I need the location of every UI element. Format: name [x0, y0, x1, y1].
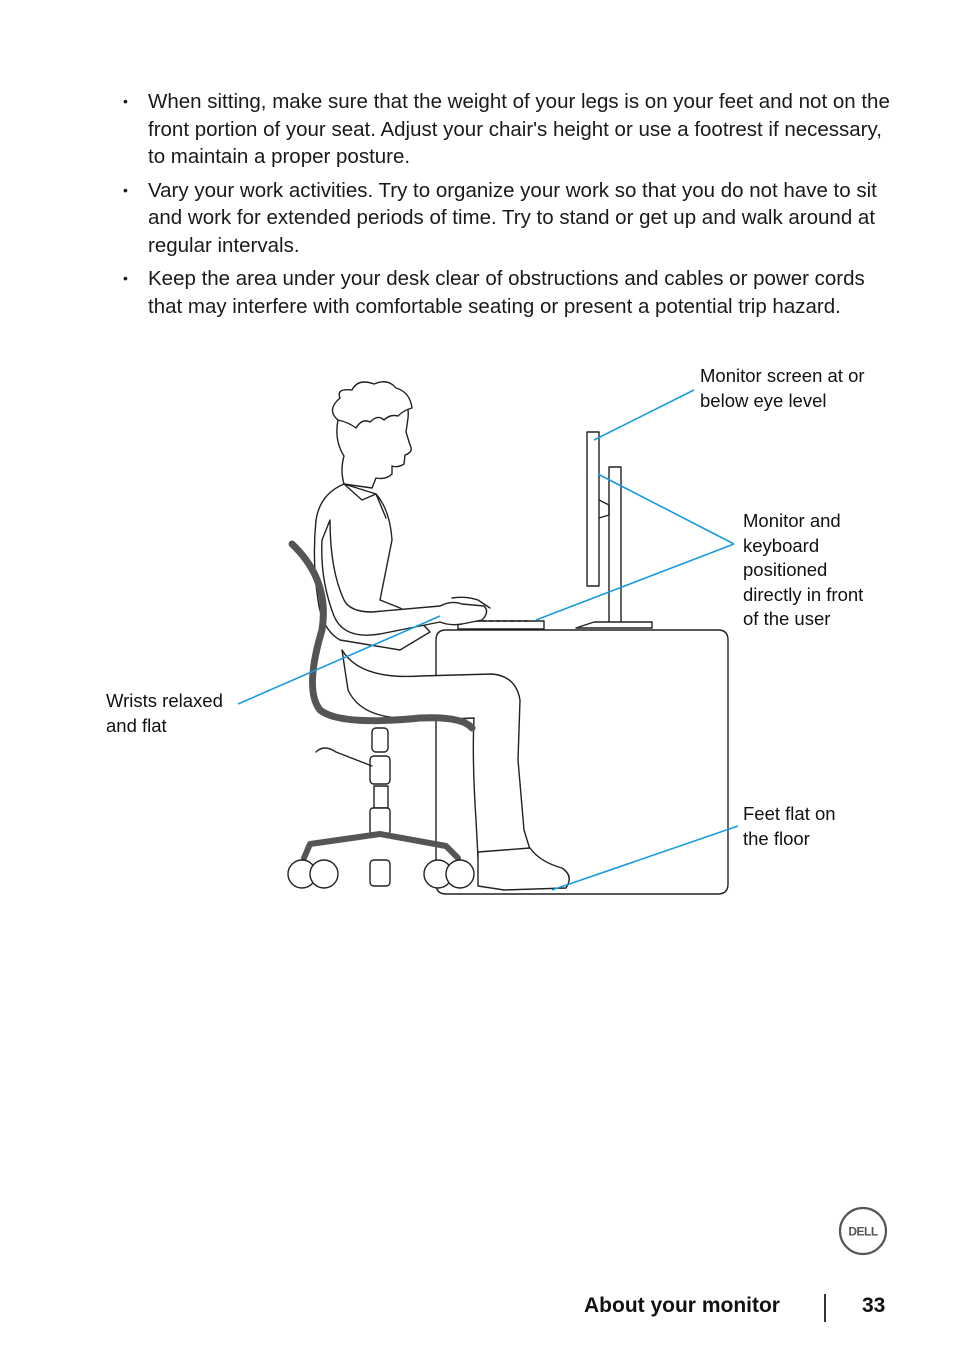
- chair-caster: [445, 859, 475, 889]
- chair-column: [369, 755, 391, 785]
- chair-base: [301, 831, 461, 861]
- chair-back-seat: [288, 540, 476, 732]
- leader-wrists: [237, 615, 441, 705]
- footer-divider: [824, 1294, 826, 1322]
- callout-monitor-keyboard: Monitor and keyboard positioned directly…: [743, 510, 864, 629]
- leader-monitor-eye: [593, 389, 695, 441]
- hand: [451, 596, 491, 609]
- collar: [343, 483, 387, 519]
- leader-keyboard: [535, 543, 735, 621]
- chair-caster: [309, 859, 339, 889]
- bullet-item: • Vary your work activities. Try to orga…: [118, 177, 898, 260]
- shoe: [477, 847, 570, 891]
- bullet-marker: •: [123, 181, 128, 198]
- footer-section-title: About your monitor: [584, 1294, 780, 1317]
- monitor-base: [575, 621, 653, 629]
- callout-monitor-eye-level: Monitor screen at or below eye level: [700, 365, 865, 411]
- arm: [321, 519, 488, 636]
- ergonomics-figure: Monitor screen at or below eye level Mon…: [0, 360, 954, 920]
- page-number: 33: [862, 1294, 886, 1317]
- bullet-text: Vary your work activities. Try to organi…: [148, 178, 877, 257]
- chair-lever: [315, 747, 373, 767]
- bullet-item: • Keep the area under your desk clear of…: [118, 265, 898, 320]
- bullet-marker: •: [123, 270, 128, 286]
- leader-feet: [551, 825, 739, 891]
- bullet-text: When sitting, make sure that the weight …: [148, 90, 890, 168]
- monitor-stand: [608, 466, 622, 628]
- dell-logo-icon: DELL: [838, 1206, 888, 1256]
- monitor-screen: [586, 431, 600, 587]
- bullet-text: Keep the area under your desk clear of o…: [148, 267, 865, 318]
- monitor-hinge: [598, 499, 610, 519]
- chair-column-top: [371, 727, 389, 753]
- svg-text:DELL: DELL: [848, 1225, 878, 1239]
- leader-monitor: [597, 473, 735, 545]
- posture-illustration: [237, 381, 739, 895]
- bullet-item: • When sitting, make sure that the weigh…: [118, 88, 898, 171]
- chair-hub: [369, 807, 391, 835]
- hair: [331, 381, 413, 429]
- chair-gas-lift: [373, 785, 389, 809]
- callout-feet: Feet flat on the floor: [743, 803, 836, 849]
- bullet-marker: •: [123, 93, 128, 109]
- bullet-list: • When sitting, make sure that the weigh…: [118, 88, 898, 326]
- chair-caster-center: [369, 859, 391, 887]
- callout-wrists: Wrists relaxed and flat: [106, 690, 223, 736]
